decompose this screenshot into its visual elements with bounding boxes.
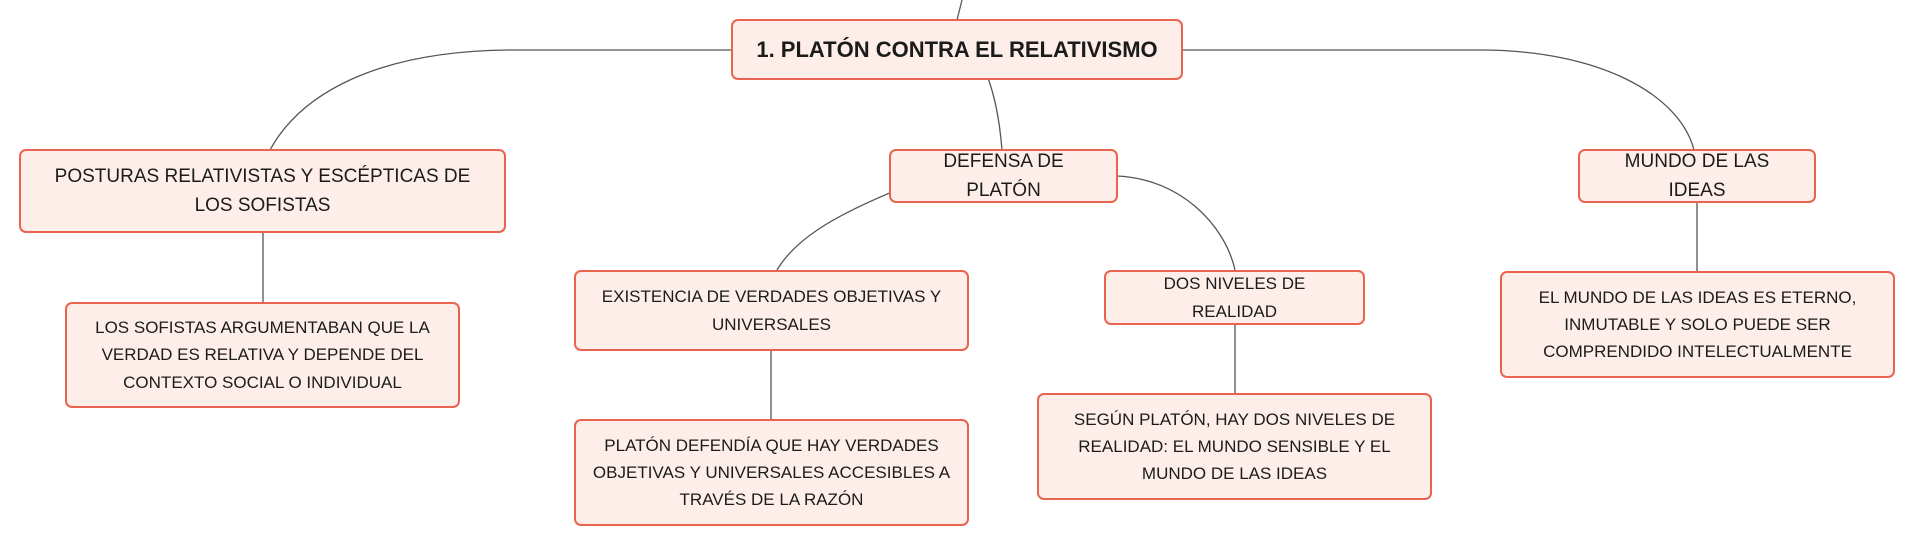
connector-top-stub — [956, 0, 963, 21]
subtopic-ideas-detalle[interactable]: EL MUNDO DE LAS IDEAS ES ETERNO, INMUTAB… — [1500, 271, 1895, 378]
root-topic[interactable]: 1. PLATÓN CONTRA EL RELATIVISMO — [731, 19, 1183, 80]
subtopic-dos-niveles[interactable]: DOS NIVELES DE REALIDAD — [1104, 270, 1365, 325]
connector-root-ideas — [1182, 49, 1695, 151]
subtopic-sofistas-verdad-relativa[interactable]: LOS SOFISTAS ARGUMENTABAN QUE LA VERDAD … — [65, 302, 460, 408]
topic-mundo-ideas[interactable]: MUNDO DE LAS IDEAS — [1578, 149, 1816, 203]
subtopic-verdades-objetivas[interactable]: EXISTENCIA DE VERDADES OBJETIVAS Y UNIVE… — [574, 270, 969, 351]
connector-defensa-verdades — [776, 191, 893, 271]
connector-root-defensa — [987, 77, 1003, 151]
topic-posturas-sofistas[interactable]: POSTURAS RELATIVISTAS Y ESCÉPTICAS DE LO… — [19, 149, 506, 233]
connector-root-sofistas — [269, 49, 732, 151]
connector-defensa-niveles — [1115, 175, 1236, 271]
subtopic-verdades-detalle[interactable]: PLATÓN DEFENDÍA QUE HAY VERDADES OBJETIV… — [574, 419, 969, 526]
subtopic-niveles-detalle[interactable]: SEGÚN PLATÓN, HAY DOS NIVELES DE REALIDA… — [1037, 393, 1432, 500]
topic-defensa-platon[interactable]: DEFENSA DE PLATÓN — [889, 149, 1118, 203]
